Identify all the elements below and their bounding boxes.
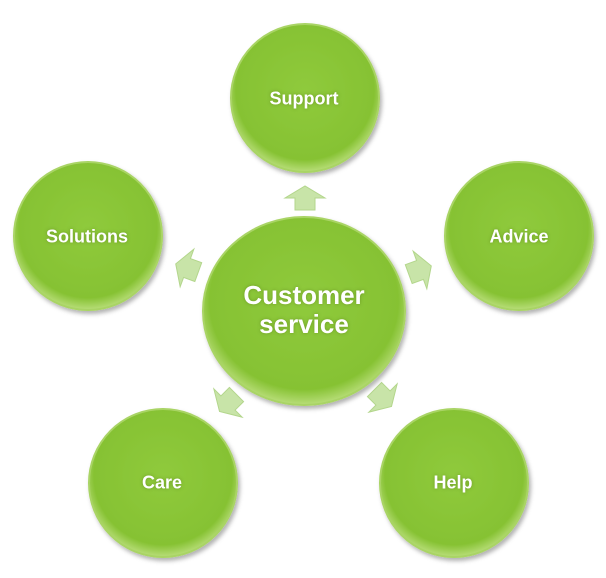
center-circle bbox=[202, 216, 406, 406]
solutions-label: Solutions bbox=[46, 226, 128, 247]
solutions-circle bbox=[13, 161, 163, 311]
arrow-up-icon bbox=[284, 185, 326, 211]
support-label: Support bbox=[269, 88, 339, 109]
care-label: Care bbox=[141, 472, 183, 493]
center-label-line2: service bbox=[259, 309, 349, 339]
support-circle bbox=[230, 23, 380, 173]
care-circle bbox=[88, 408, 238, 558]
center-label-line1: Customer bbox=[243, 280, 365, 310]
help-label: Help bbox=[433, 472, 473, 493]
arrow-right-icon bbox=[401, 246, 439, 294]
advice-label: Advice bbox=[489, 226, 549, 247]
help-circle bbox=[379, 408, 529, 558]
center-label: Customer service bbox=[243, 281, 364, 339]
arrow-left-icon bbox=[168, 244, 206, 292]
advice-circle bbox=[444, 161, 594, 311]
